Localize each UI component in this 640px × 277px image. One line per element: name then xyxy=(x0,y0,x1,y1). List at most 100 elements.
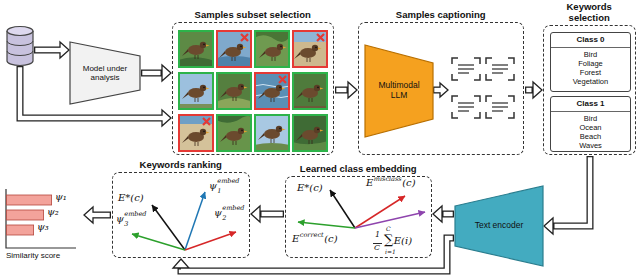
image-grid xyxy=(254,72,290,110)
ranking-vectors xyxy=(132,192,236,250)
arrow-head xyxy=(173,259,189,268)
bar-chart xyxy=(6,189,76,248)
connector-outline xyxy=(442,211,454,218)
keyword-list: Bird Foliage Forest Vegetation xyxy=(561,48,621,86)
keyword-selection-panel: Keywords selectionClass 0Bird Foliage Fo… xyxy=(543,25,636,155)
bar-chart xyxy=(7,210,44,220)
database-icon xyxy=(7,31,33,66)
vector-label: ψ xyxy=(214,208,222,218)
vector-label: ψ xyxy=(209,181,217,191)
panel-title: Learned class embedding xyxy=(285,163,432,174)
image-grid xyxy=(216,30,252,68)
image-grid xyxy=(203,118,210,125)
database-icon xyxy=(7,27,33,36)
image-grid xyxy=(178,30,214,68)
panel-title: Keywords selection xyxy=(554,1,624,23)
image-grid xyxy=(216,72,252,110)
keyword-list: Bird Ocean Beach Waves xyxy=(561,112,621,150)
image-grid xyxy=(293,115,327,151)
superscript: misclass xyxy=(374,176,402,183)
image-grid xyxy=(216,72,252,110)
ranking-vectors xyxy=(185,232,236,250)
image-grid xyxy=(292,114,328,152)
caption-icons xyxy=(452,96,480,118)
vector-label: E(i) xyxy=(394,236,412,246)
sum-limit: i=1 xyxy=(385,249,396,255)
image-grid xyxy=(219,44,247,61)
subscript: 2 xyxy=(222,215,226,222)
node-label: Model under analysis xyxy=(79,64,131,82)
image-grid xyxy=(254,114,290,152)
image-grid xyxy=(255,115,289,151)
vector-label: (c) xyxy=(402,178,415,188)
superscript: embed xyxy=(222,205,244,212)
image-grid xyxy=(294,45,322,62)
image-grid xyxy=(254,30,290,68)
subset-selection-panel: Samples subset selection xyxy=(172,22,334,155)
ranking-vectors xyxy=(185,192,205,250)
arrow-head xyxy=(433,206,442,222)
connector-fill xyxy=(336,88,346,92)
vector-label: (c) xyxy=(324,234,337,244)
connector-outline xyxy=(181,238,454,271)
class-keyword-box: Class 0Bird Foliage Forest Vegetation xyxy=(550,32,631,92)
image-grid xyxy=(258,126,286,143)
image-grid xyxy=(254,30,290,68)
image-grid xyxy=(255,31,289,67)
connector xyxy=(525,82,542,98)
arrow-head xyxy=(162,65,171,81)
text-encoder-box: Text encoder xyxy=(455,186,543,266)
bar-chart xyxy=(6,189,76,248)
bar-chart xyxy=(7,225,34,235)
connector-fill xyxy=(444,212,453,216)
panel-title: Keywords ranking xyxy=(112,159,250,170)
connector-outline xyxy=(553,156,590,226)
llm-box: Multimodal LLM xyxy=(365,45,433,137)
image-grid xyxy=(292,30,328,68)
connector-outline xyxy=(335,87,348,94)
image-grid xyxy=(292,72,328,110)
image-grid xyxy=(178,30,214,68)
image-grid xyxy=(293,31,327,67)
bar-name: ψ₁ xyxy=(55,192,67,202)
image-grid xyxy=(217,73,251,109)
image-grid xyxy=(292,72,328,110)
image-grid xyxy=(179,31,213,67)
subscript: 3 xyxy=(124,221,128,228)
image-grid xyxy=(178,72,214,110)
flow-arrow xyxy=(35,48,61,52)
image-grid xyxy=(182,42,210,59)
image-grid xyxy=(279,76,286,83)
vector-label: E xyxy=(366,178,373,188)
bar-name: ψ₂ xyxy=(47,207,59,217)
ranking-vectors xyxy=(132,234,185,250)
image-grid xyxy=(292,114,328,152)
image-grid xyxy=(182,129,210,146)
captioning-panel: Samples captioningMultimodal LLM xyxy=(358,22,524,155)
connector-fill xyxy=(142,71,160,75)
embedding-vectors xyxy=(330,190,355,228)
arrow-head xyxy=(348,82,357,98)
flow-arrow xyxy=(434,88,441,92)
shape-outline xyxy=(365,45,433,137)
connector xyxy=(544,156,590,234)
flow-arrow xyxy=(84,207,111,223)
image-grid xyxy=(217,31,251,67)
connector-outline xyxy=(525,87,533,94)
connector-outline xyxy=(141,70,162,77)
bar-name: ψ₃ xyxy=(37,222,49,232)
connector-fill xyxy=(526,88,531,92)
subscript: 1 xyxy=(217,188,221,195)
fraction-part: 1 xyxy=(375,231,380,239)
image-grid xyxy=(178,114,214,152)
image-grid xyxy=(255,73,289,109)
class-header: Class 0 xyxy=(551,33,630,48)
caption-icons xyxy=(486,96,514,118)
arrow-head xyxy=(544,218,553,234)
model-box: Model under analysis xyxy=(70,42,140,104)
image-grid xyxy=(220,128,248,145)
connector xyxy=(141,65,171,81)
image-grid xyxy=(217,115,251,151)
caption-icons xyxy=(452,58,480,80)
image-grid xyxy=(216,114,252,152)
